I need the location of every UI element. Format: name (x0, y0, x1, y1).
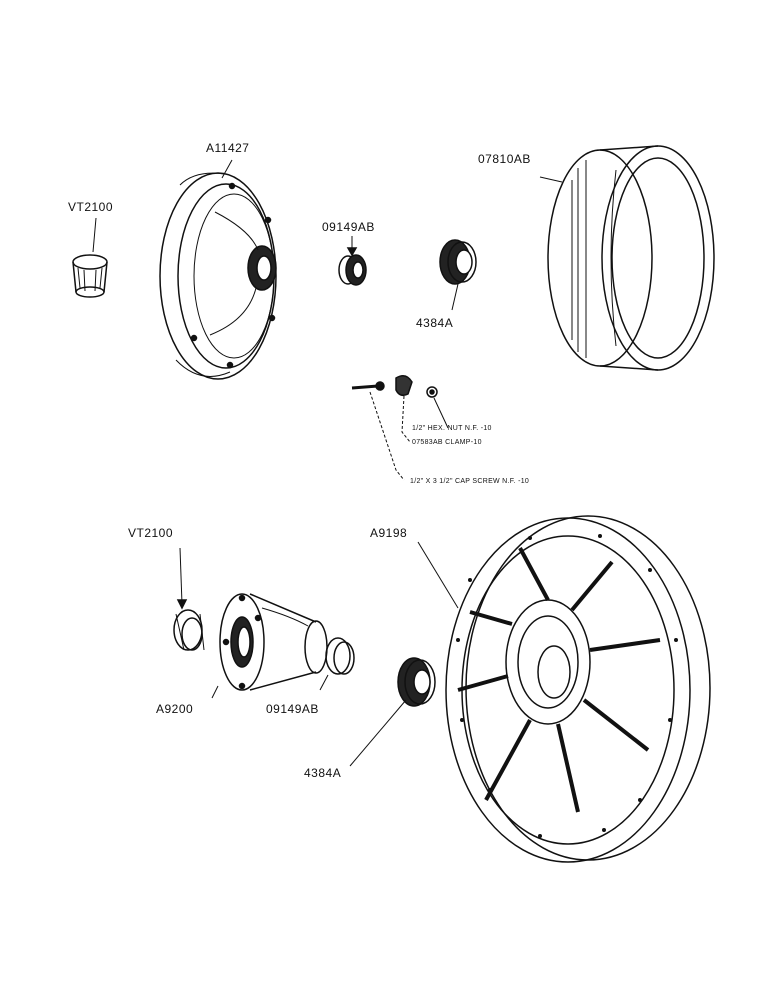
label-a11427: A11427 (206, 141, 250, 155)
bearing-cone-bottom (319, 637, 355, 691)
fastener-group (351, 375, 449, 481)
grease-retainer-bottom (349, 657, 436, 767)
label-09149ab-bottom: 09149AB (266, 702, 319, 716)
label-vt2100-bottom: VT2100 (128, 526, 174, 540)
label-a9198: A9198 (370, 526, 408, 540)
label-4384a-bottom: 4384A (304, 766, 342, 780)
label-cap-screw: 1/2" X 3 1/2" CAP SCREW N.F. -10 (410, 478, 530, 485)
grease-retainer-top (439, 239, 477, 311)
brake-drum (159, 159, 277, 380)
bearing-cone-top (338, 236, 367, 286)
label-4384a-top: 4384A (416, 316, 454, 330)
label-09149ab-top: 09149AB (322, 220, 375, 234)
wheel-hub (211, 593, 328, 699)
bearing-cup-bottom (173, 547, 205, 651)
label-clamp: 07583AB CLAMP-10 (412, 439, 482, 446)
spoked-wheel (417, 515, 711, 863)
label-07810ab: 07810AB (478, 152, 531, 166)
wheel-rim (539, 145, 715, 371)
label-vt2100-top: VT2100 (68, 200, 114, 214)
label-hex-nut: 1/2" HEX. NUT N.F. -10 (412, 425, 492, 432)
label-a9200: A9200 (156, 702, 194, 716)
bearing-cup-top (72, 217, 108, 298)
